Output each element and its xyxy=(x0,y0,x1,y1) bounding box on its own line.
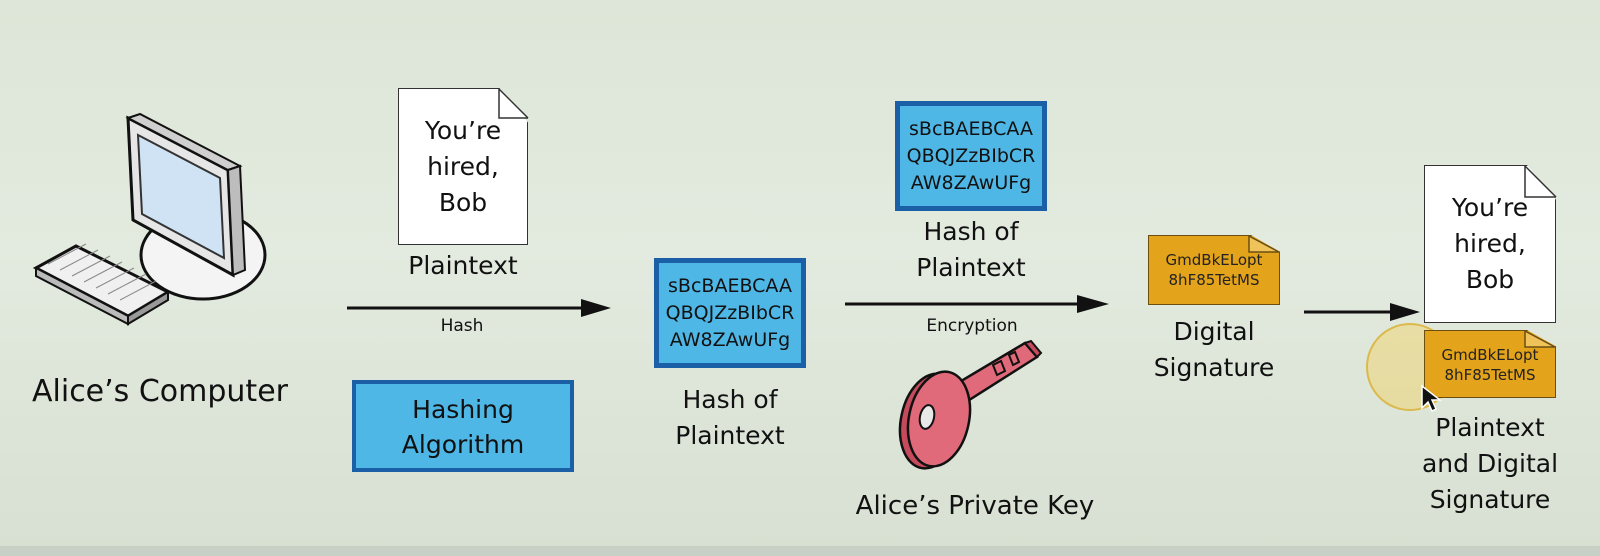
plaintext-line-1: You’re xyxy=(424,116,502,145)
hash1-line-1: sBcBAEBCAA xyxy=(668,275,792,297)
plaintext-label: Plaintext xyxy=(408,251,518,280)
hash2-line-1: sBcBAEBCAA xyxy=(909,118,1033,140)
final-line-1: You’re xyxy=(1451,193,1529,222)
digital-signature-label: Digital Signature xyxy=(1134,314,1294,386)
hash-box-1: sBcBAEBCAA QBQJZzBIbCR AW8ZAwUFg xyxy=(654,258,806,368)
computer-label: Alice’s Computer xyxy=(32,374,288,409)
signature-line-2: 8hF85TetMS xyxy=(1168,271,1260,289)
signature-label-line-2: Signature xyxy=(1153,353,1275,382)
final-label-line-2: and Digital xyxy=(1421,449,1559,478)
hash1-label-line-1: Hash of xyxy=(682,385,778,414)
hash-box-2-label: Hash of Plaintext xyxy=(891,214,1051,286)
hash-arrow-label: Hash xyxy=(440,316,484,336)
final-signature-fold-icon xyxy=(1524,330,1556,348)
final-label: Plaintext and Digital Signature xyxy=(1404,410,1576,518)
final-label-line-3: Signature xyxy=(1429,485,1551,514)
hash2-line-2: QBQJZzBIbCR xyxy=(906,145,1036,167)
hash2-label-line-1: Hash of xyxy=(923,217,1019,246)
hash2-label-line-2: Plaintext xyxy=(916,253,1026,282)
hash-box-2: sBcBAEBCAA QBQJZzBIbCR AW8ZAwUFg xyxy=(895,101,1047,211)
document-fold-icon xyxy=(498,88,529,119)
signature-label-line-1: Digital xyxy=(1173,317,1255,346)
key-icon xyxy=(898,339,1043,470)
hash1-line-2: QBQJZzBIbCR xyxy=(665,302,795,324)
encryption-arrow-label: Encryption xyxy=(926,316,1018,336)
hash2-line-3: AW8ZAwUFg xyxy=(910,172,1032,194)
final-line-3: Bob xyxy=(1465,265,1515,294)
final-arrow xyxy=(1304,303,1420,321)
hash-box-1-label: Hash of Plaintext xyxy=(650,382,810,454)
hash1-line-3: AW8ZAwUFg xyxy=(669,329,791,351)
final-signature-line-1: GmdBkELopt xyxy=(1441,346,1539,364)
final-document-fold-icon xyxy=(1524,165,1557,198)
signature-fold-icon xyxy=(1248,235,1280,253)
final-label-line-1: Plaintext xyxy=(1435,413,1545,442)
signature-line-1: GmdBkELopt xyxy=(1165,251,1263,269)
desktop-computer-icon xyxy=(32,112,267,326)
final-line-2: hired, xyxy=(1454,229,1526,258)
algorithm-line-1: Hashing xyxy=(412,395,514,424)
bottom-bar xyxy=(0,546,1600,556)
plaintext-line-2: hired, xyxy=(427,152,499,181)
plaintext-line-3: Bob xyxy=(438,188,488,217)
algorithm-line-2: Algorithm xyxy=(401,430,525,459)
encryption-arrow xyxy=(845,295,1109,313)
final-signature-line-2: 8hF85TetMS xyxy=(1444,366,1536,384)
hash-arrow xyxy=(347,299,611,317)
mouse-pointer-icon xyxy=(1421,384,1442,413)
private-key-label: Alice’s Private Key xyxy=(855,491,1095,521)
hashing-algorithm-box: Hashing Algorithm xyxy=(352,380,574,472)
hash1-label-line-2: Plaintext xyxy=(675,421,785,450)
